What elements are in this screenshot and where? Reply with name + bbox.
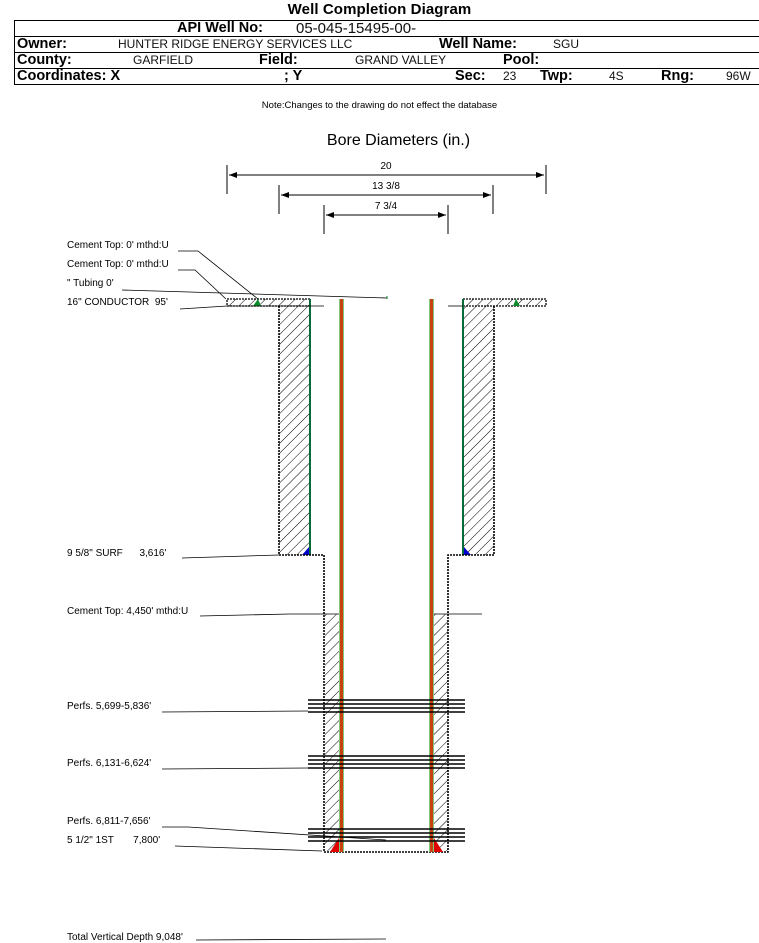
callout-label: Perfs. 6,811-7,656'	[67, 816, 151, 827]
callout-label: 5 1/2" 1ST 7,800'	[67, 835, 160, 846]
well-name-value: SGU	[553, 37, 580, 51]
leader-line	[161, 767, 309, 770]
rng-label: Rng:	[661, 68, 695, 84]
callout-perfs-2: Perfs. 6,131-6,624'	[67, 758, 309, 770]
surface-cement-left	[278, 299, 311, 555]
county-label: County:	[17, 52, 72, 68]
callout-label: Cement Top: 0' mthd:U	[67, 240, 169, 251]
rng-value: 96W	[726, 69, 751, 83]
open-hole-wall	[279, 554, 494, 853]
callout-label: " Tubing 0'	[67, 278, 114, 289]
callout-cement-top-3: Cement Top: 4,450' mthd:U	[67, 606, 482, 617]
callout-production-casing: 5 1/2" 1ST 7,800'	[67, 835, 323, 852]
callout-conductor: 16" CONDUCTOR 95'	[67, 297, 463, 310]
sec-value: 23	[503, 69, 517, 83]
production-cement-left	[325, 614, 339, 851]
callout-total-depth: Total Vertical Depth 9,048'	[67, 932, 387, 943]
callout-label: Cement Top: 4,450' mthd:U	[67, 606, 188, 617]
conductor-right	[462, 298, 547, 307]
pool-label: Pool:	[503, 52, 540, 68]
coordinates-y-label: ; Y	[284, 68, 303, 84]
surface-cement-right	[462, 299, 495, 555]
api-value: 05-045-15495-00-	[296, 20, 417, 37]
leader-line	[195, 938, 387, 941]
diagram-title: Well Completion Diagram	[287, 1, 472, 18]
owner-label: Owner:	[17, 36, 67, 52]
cement-marker	[253, 299, 261, 306]
twp-value: 4S	[609, 69, 624, 83]
api-row: API Well No: 05-045-15495-00-	[15, 21, 759, 37]
callout-label: Total Vertical Depth 9,048'	[67, 932, 183, 943]
field-label: Field:	[259, 52, 298, 68]
callout-cement-top-2: Cement Top: 0' mthd:U	[67, 259, 227, 300]
county-row: County: GARFIELD Field: GRAND VALLEY Poo…	[15, 53, 759, 69]
callout-perfs-1: Perfs. 5,699-5,836'	[67, 701, 309, 713]
bore-diameters-title: Bore Diameters (in.)	[326, 132, 471, 149]
county-value: GARFIELD	[133, 53, 194, 67]
dimension-7-3-4: 7 3/4	[323, 201, 449, 234]
dimension-label: 20	[380, 161, 392, 172]
leader-line	[178, 250, 259, 300]
casing-shoe	[464, 547, 471, 555]
sec-label: Sec:	[455, 68, 486, 84]
callout-perfs-3: Perfs. 6,811-7,656'	[67, 816, 387, 841]
dimension-label: 7 3/4	[375, 201, 398, 212]
dimension-label: 13 3/8	[372, 181, 400, 192]
callout-label: 9 5/8" SURF 3,616'	[67, 548, 166, 559]
dimension-13-3-8: 13 3/8	[278, 181, 494, 214]
database-note: Note:Changes to the drawing do not effec…	[261, 100, 498, 111]
cement-marker	[513, 299, 520, 306]
leader-line	[162, 826, 387, 841]
dimension-20: 20	[226, 161, 547, 194]
callout-label: 16" CONDUCTOR 95'	[67, 297, 168, 308]
leader-line	[178, 269, 227, 300]
owner-row: Owner: HUNTER RIDGE ENERGY SERVICES LLC …	[15, 37, 759, 53]
well-name-label: Well Name:	[439, 36, 517, 52]
callout-label: Cement Top: 0' mthd:U	[67, 259, 169, 270]
leader-line	[181, 554, 280, 559]
well-header-table: API Well No: 05-045-15495-00- Owner: HUN…	[14, 20, 759, 85]
callout-label: Perfs. 6,131-6,624'	[67, 758, 151, 769]
callout-surface-casing: 9 5/8" SURF 3,616'	[67, 548, 280, 559]
owner-value: HUNTER RIDGE ENERGY SERVICES LLC	[118, 37, 353, 51]
coordinates-x-label: Coordinates: X	[17, 68, 121, 84]
callout-label: Perfs. 5,699-5,836'	[67, 701, 151, 712]
leader-line	[179, 305, 324, 310]
callout-tubing: " Tubing 0'	[67, 278, 388, 299]
casing-shoe	[302, 547, 309, 555]
field-value: GRAND VALLEY	[355, 53, 447, 67]
leader-line	[161, 710, 309, 713]
leader-line	[174, 845, 323, 852]
perforations-1	[308, 699, 465, 713]
coordinates-row: Coordinates: X ; Y Sec: 23 Twp: 4S Rng: …	[15, 69, 759, 84]
perforations-2	[308, 755, 465, 769]
conductor-left	[226, 298, 311, 307]
leader-line	[121, 289, 388, 299]
leader-line	[199, 613, 339, 617]
production-cement-right	[434, 614, 448, 851]
callout-cement-top-1: Cement Top: 0' mthd:U	[67, 240, 259, 300]
twp-label: Twp:	[540, 68, 573, 84]
api-label: API Well No:	[177, 20, 263, 36]
perforations-3	[308, 828, 465, 842]
